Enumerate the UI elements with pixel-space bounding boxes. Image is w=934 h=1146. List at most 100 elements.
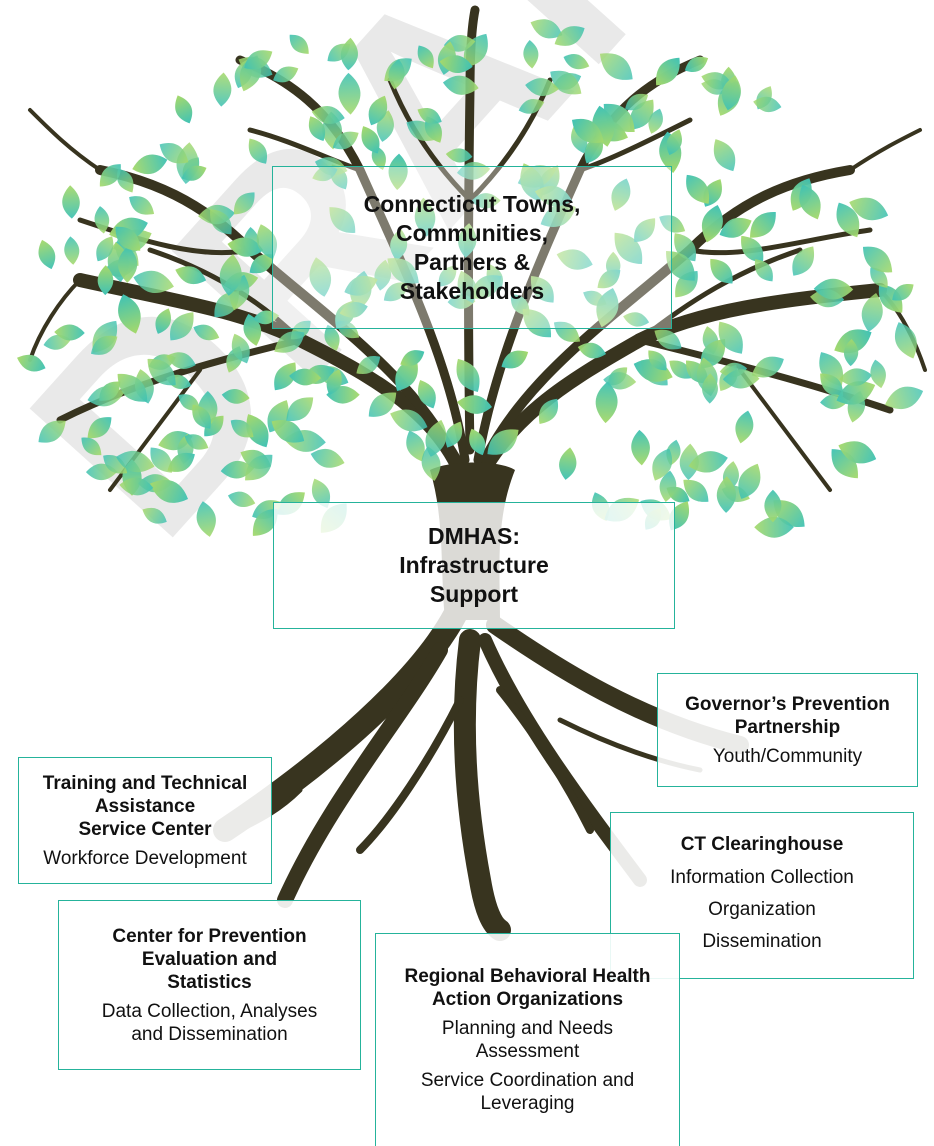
canopy-line: Connecticut Towns, xyxy=(363,190,581,217)
prevention-evaluation-statistics-box: Center for Prevention Evaluation and Sta… xyxy=(58,900,361,1070)
leaf xyxy=(530,19,563,39)
leaf xyxy=(155,308,171,334)
leaf xyxy=(838,441,877,464)
leaf xyxy=(118,294,141,334)
leaf xyxy=(336,321,360,339)
leaf xyxy=(442,75,479,95)
leaf xyxy=(129,196,155,215)
leaf xyxy=(271,420,305,443)
leaf xyxy=(648,108,663,134)
towns-communities-box: Connecticut Towns, Communities, Partners… xyxy=(272,166,672,329)
leaf xyxy=(159,143,189,164)
leaf xyxy=(870,267,888,288)
leaf xyxy=(361,126,380,154)
item-line: Planning and Needs xyxy=(441,1018,614,1039)
leaf xyxy=(571,119,604,143)
leaf xyxy=(249,254,275,274)
leaf xyxy=(233,192,255,215)
leaf xyxy=(843,339,859,367)
leaf xyxy=(340,37,358,71)
regional-behavioral-health-box: Regional Behavioral Health Action Organi… xyxy=(375,933,680,1146)
leaf xyxy=(861,292,883,332)
leaf xyxy=(471,193,501,209)
item-line: Youth/Community xyxy=(712,745,863,767)
item-line: Data Collection, Analyses xyxy=(101,1000,318,1022)
leaf xyxy=(87,417,112,439)
title-line: Action Organizations xyxy=(431,989,624,1010)
leaf xyxy=(414,197,436,237)
rbho-items-coordination: Service Coordination and Leveraging xyxy=(421,1069,634,1115)
leaf xyxy=(116,450,155,473)
item-line: and Dissemination xyxy=(131,1023,288,1045)
leaf xyxy=(62,185,80,219)
leaf xyxy=(469,428,486,456)
dmhas-line: Infrastructure xyxy=(399,552,549,578)
leaf xyxy=(456,358,480,392)
item-line: Assessment xyxy=(475,1041,580,1062)
leaf xyxy=(117,373,148,402)
leaf xyxy=(309,257,332,297)
leaf xyxy=(666,250,695,281)
leaf xyxy=(119,477,154,496)
leaf xyxy=(184,434,209,450)
leaf xyxy=(91,335,118,355)
rbho-items-planning: Planning and Needs Assessment xyxy=(442,1017,613,1063)
governors-partnership-items: Youth/Community xyxy=(713,745,862,768)
governors-partnership-box: Governor’s Prevention Partnership Youth/… xyxy=(657,673,918,787)
leaf xyxy=(722,369,760,389)
leaf xyxy=(534,185,573,207)
item-line: Information Collection xyxy=(670,867,854,888)
leaf xyxy=(684,56,709,73)
leaf xyxy=(312,166,338,182)
leaf xyxy=(326,369,342,395)
leaf xyxy=(839,368,873,386)
leaf xyxy=(683,479,709,502)
leaf xyxy=(311,106,345,124)
leaf xyxy=(741,235,764,263)
leaf xyxy=(710,258,733,284)
rbho-title: Regional Behavioral Health Action Organi… xyxy=(404,965,650,1011)
leaf xyxy=(150,447,173,473)
canopy-line: Communities, xyxy=(395,219,549,246)
leaf xyxy=(356,356,381,374)
leaf xyxy=(256,224,277,260)
leaf xyxy=(388,59,405,90)
leaf xyxy=(686,174,710,204)
leaf xyxy=(540,204,576,227)
leaf xyxy=(719,217,752,238)
leaf xyxy=(595,381,618,424)
training-items: Workforce Development xyxy=(43,847,246,870)
leaf xyxy=(252,508,278,536)
leaf xyxy=(219,254,242,296)
title-line: Evaluation and xyxy=(141,948,278,970)
leaf xyxy=(439,55,473,73)
leaf xyxy=(753,96,782,113)
leaf xyxy=(181,165,207,181)
leaf xyxy=(245,454,273,481)
leaf xyxy=(149,480,189,503)
leaf xyxy=(193,324,220,341)
item-line: Organization xyxy=(708,899,816,920)
leaf xyxy=(701,205,723,243)
leaf xyxy=(554,26,585,46)
cpes-items: Data Collection, Analyses and Disseminat… xyxy=(102,1000,317,1046)
leaf xyxy=(97,265,114,296)
leaf xyxy=(400,350,425,366)
item-line: Dissemination xyxy=(702,931,822,952)
leaf xyxy=(166,352,196,369)
leaf xyxy=(518,99,545,114)
leaf xyxy=(274,362,296,391)
leaf xyxy=(196,501,216,537)
leaf xyxy=(611,178,631,211)
leaf xyxy=(243,313,262,346)
leaf xyxy=(417,379,436,409)
leaf xyxy=(596,287,619,328)
leaf xyxy=(792,246,814,276)
leaf xyxy=(344,276,378,296)
leaf xyxy=(659,215,686,233)
canopy-line: Stakeholders xyxy=(399,277,545,304)
training-technical-assistance-box: Training and Technical Assistance Servic… xyxy=(18,757,272,884)
leaf xyxy=(625,93,649,111)
leaf xyxy=(849,197,889,221)
leaf xyxy=(324,324,340,351)
